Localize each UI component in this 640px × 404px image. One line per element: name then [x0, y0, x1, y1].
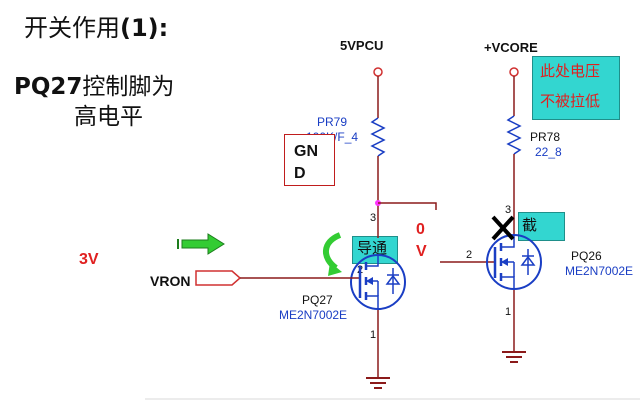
resistor-pr78-value: 22_8 — [535, 145, 562, 159]
cross-mark-icon — [491, 215, 515, 241]
page-title: 开关作用(1): — [24, 16, 168, 40]
rail-label-5vpcu: 5VPCU — [340, 38, 384, 53]
resistor-pr78 — [506, 115, 522, 155]
node-voltage-v: V — [416, 243, 427, 260]
rail-5vpcu — [370, 67, 437, 238]
pq26-state-box — [518, 212, 565, 241]
green-arrow-icon — [177, 233, 225, 255]
note-box-line2: 不被拉低 — [540, 93, 601, 110]
control-note-text: 控制脚为 — [82, 74, 175, 100]
resistor-pr78-ref: PR78 — [530, 130, 561, 144]
control-note-part: PQ27 — [14, 74, 83, 100]
node-voltage-0: 0 — [416, 221, 425, 238]
gnd-label-box — [284, 134, 335, 186]
pq26-part: ME2N7002E — [565, 264, 634, 278]
pq26-pin-gate: 2 — [466, 249, 473, 261]
pq26-state-label: 截 — [522, 216, 538, 234]
signal-vron-label: VRON — [150, 273, 191, 289]
title-suffix: (1): — [120, 14, 169, 42]
gnd-label-line1: GN — [294, 143, 318, 160]
gate-voltage-3v: 3V — [79, 251, 99, 268]
resistor-pr79-ref: PR79 — [317, 115, 348, 129]
resistor-pr79 — [370, 117, 386, 157]
gnd-label-line2: D — [294, 165, 306, 182]
green-curved-arrow-icon — [323, 232, 342, 276]
pq26-pin-source: 1 — [505, 306, 512, 318]
control-note-line2: 高电平 — [74, 104, 143, 130]
ground-symbol-pq27 — [366, 377, 390, 389]
rail-vcore — [506, 67, 522, 234]
pq27-state-box — [352, 236, 398, 264]
vron-signal — [195, 270, 345, 286]
pq27-state-label: 导通 — [357, 239, 388, 257]
pq26-ref: PQ26 — [571, 249, 602, 263]
title-text: 开关作用 — [24, 14, 120, 42]
transistor-pq26 — [486, 234, 542, 290]
pq27-ref: PQ27 — [302, 293, 333, 307]
pq27-pin-drain: 3 — [370, 212, 377, 224]
pq27-part: ME2N7002E — [279, 308, 348, 322]
control-note-line1: PQ27控制脚为 — [14, 76, 174, 99]
note-box-line1: 此处电压 — [540, 63, 601, 80]
pq27-pin-source: 1 — [370, 329, 377, 341]
transistor-pq27 — [345, 254, 406, 310]
note-box — [532, 56, 620, 120]
rail-label-vcore: +VCORE — [484, 40, 538, 55]
ground-symbol-pq26 — [502, 351, 526, 363]
pq26-pin-drain: 3 — [505, 204, 512, 216]
